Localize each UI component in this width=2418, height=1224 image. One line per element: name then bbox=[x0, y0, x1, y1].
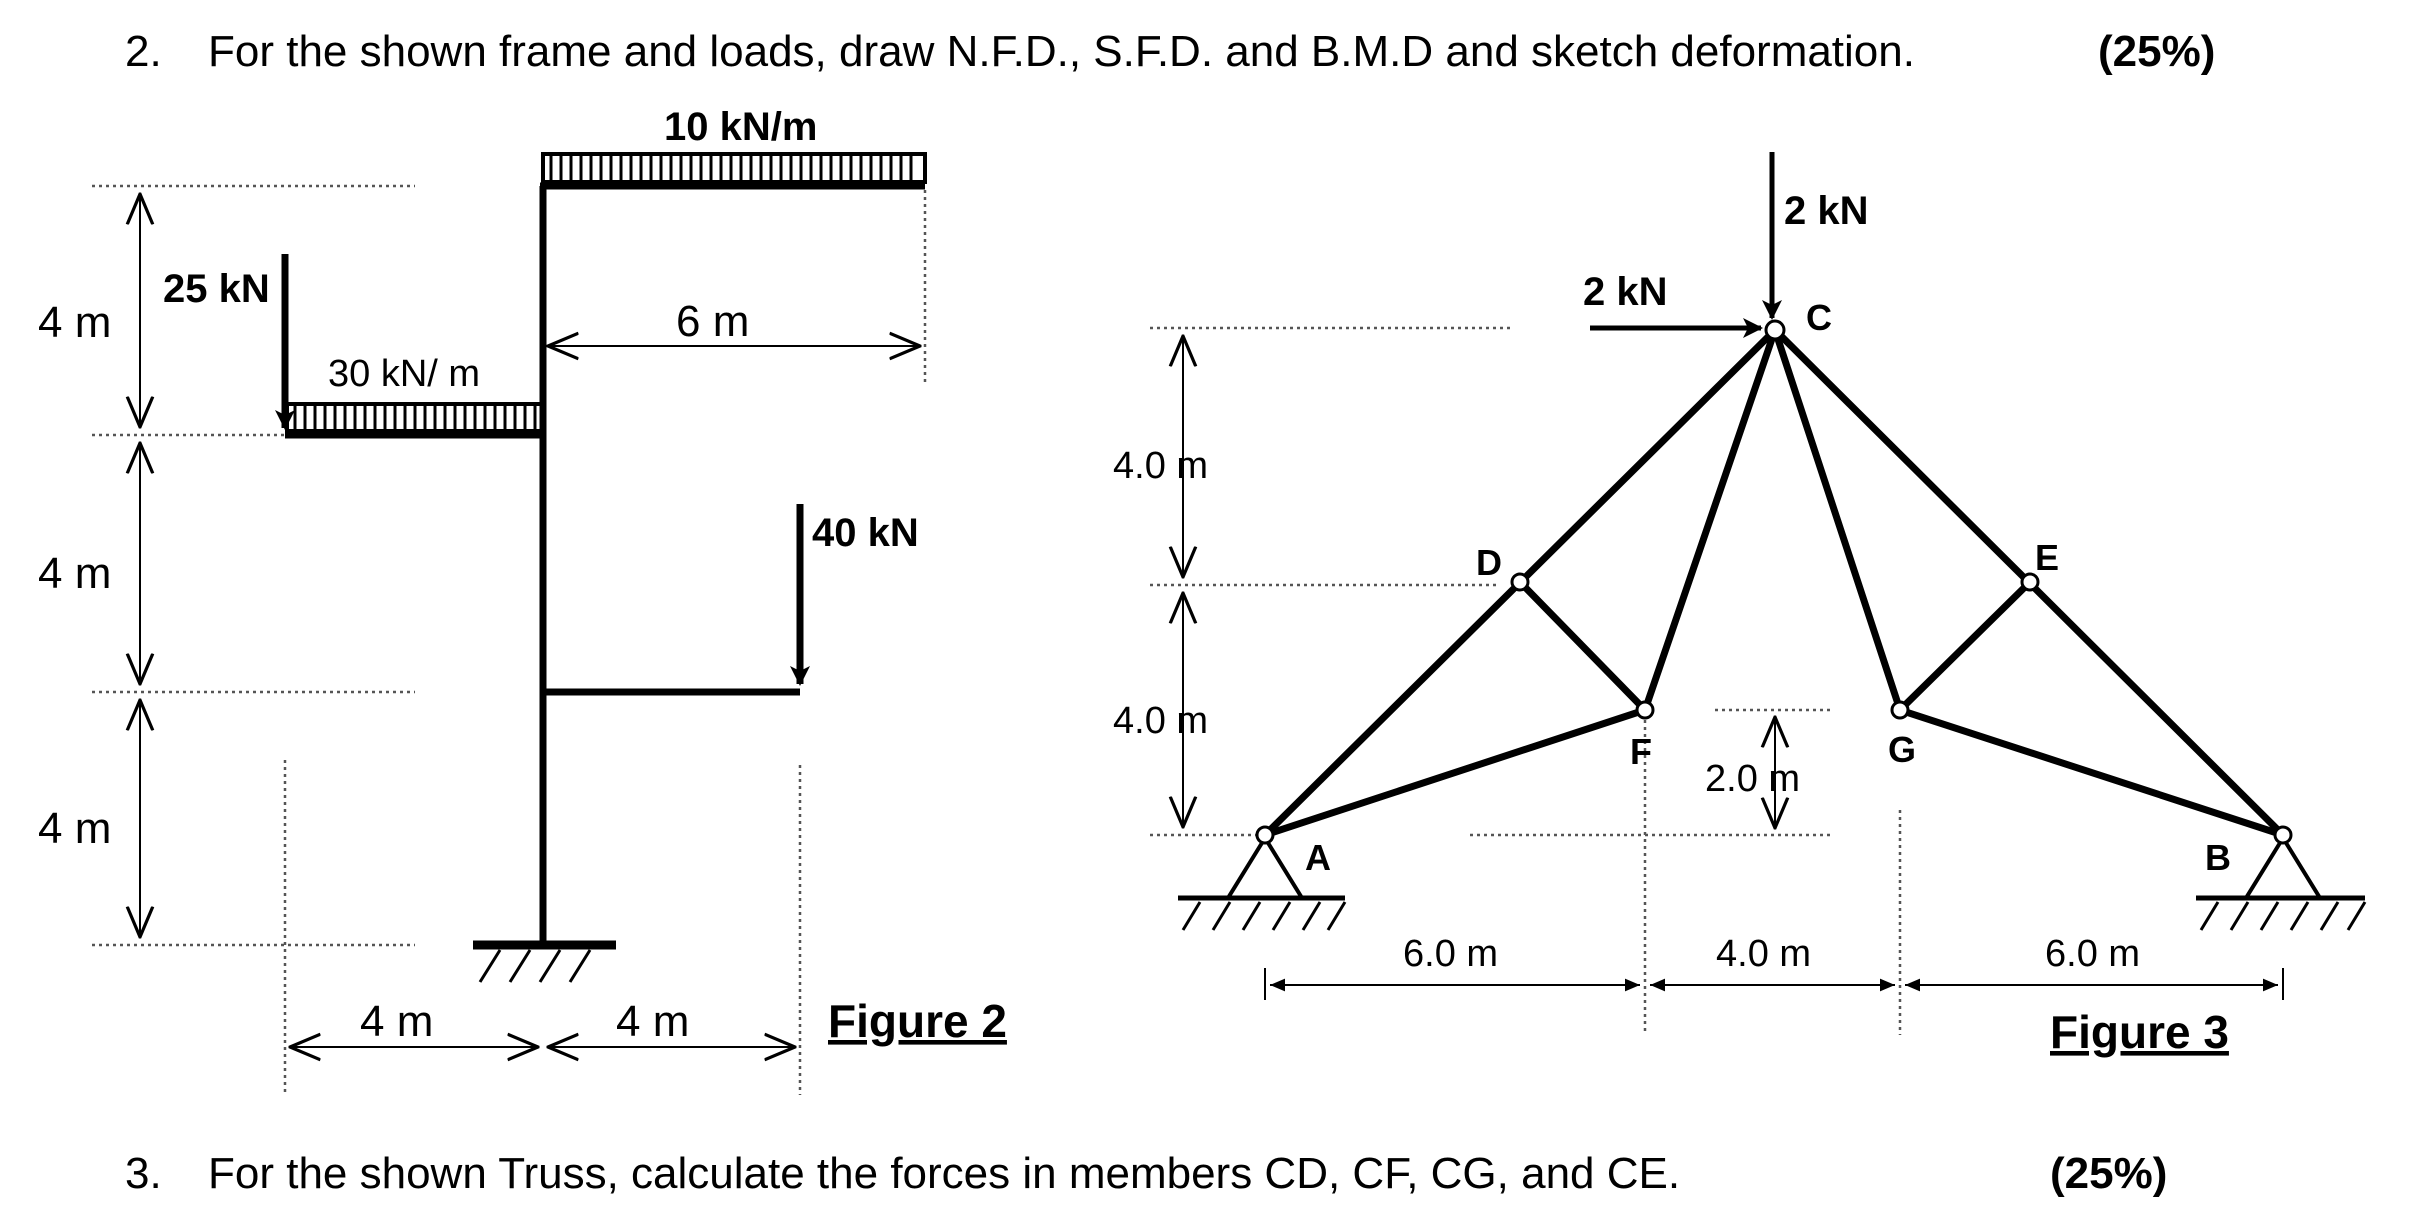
member-df bbox=[1516, 578, 1649, 714]
label-height-mid: 4 m bbox=[38, 549, 111, 598]
label-truss-load-horizontal: 2 kN bbox=[1583, 270, 1668, 314]
figure3-truss: 4.0 m 4.0 m 2.0 m 6.0 m 4.0 m 6.0 m bbox=[1113, 152, 2367, 1058]
label-point-load-left: 25 kN bbox=[163, 267, 270, 311]
fixed-support-hatch bbox=[478, 949, 592, 983]
joint-a bbox=[1255, 825, 1275, 845]
label-truss-height-fg: 2.0 m bbox=[1705, 758, 1800, 800]
joint-g bbox=[1890, 700, 1910, 720]
udl-top bbox=[541, 152, 927, 184]
figure3-caption: Figure 3 bbox=[2050, 1006, 2229, 1058]
label-truss-load-vertical: 2 kN bbox=[1784, 189, 1869, 233]
node-label-f: F bbox=[1630, 731, 1652, 772]
label-truss-height-upper: 4.0 m bbox=[1113, 445, 1208, 487]
label-udl-left: 30 kN/ m bbox=[328, 353, 480, 395]
joint-c bbox=[1764, 319, 1786, 341]
label-truss-span-right: 6.0 m bbox=[2045, 933, 2140, 975]
q2-marks: (25%) bbox=[2098, 27, 2215, 76]
label-height-top: 4 m bbox=[38, 298, 111, 347]
node-label-d: D bbox=[1476, 542, 1502, 583]
udl-left bbox=[285, 402, 545, 433]
member-bg bbox=[1896, 706, 2287, 839]
member-cf bbox=[1641, 326, 1779, 714]
member-eg bbox=[1896, 578, 2034, 714]
q2-number: 2. bbox=[125, 27, 162, 76]
label-truss-span-left: 6.0 m bbox=[1403, 933, 1498, 975]
member-cg bbox=[1771, 326, 1904, 714]
member-af bbox=[1261, 706, 1649, 839]
joint-b bbox=[2273, 825, 2293, 845]
joint-d bbox=[1510, 572, 1530, 592]
label-truss-span-mid: 4.0 m bbox=[1716, 933, 1811, 975]
q3-marks: (25%) bbox=[2050, 1149, 2167, 1198]
node-label-a: A bbox=[1305, 837, 1331, 878]
figure2-caption: Figure 2 bbox=[828, 995, 1007, 1047]
joint-f bbox=[1635, 700, 1655, 720]
label-span-bottom-right: 4 m bbox=[616, 997, 689, 1046]
figure2-frame: 4 m 4 m 4 m 10 kN/m 30 kN/ m bbox=[38, 105, 1007, 1095]
node-label-c: C bbox=[1806, 297, 1832, 338]
label-span-bottom-left: 4 m bbox=[360, 997, 433, 1046]
label-point-load-right: 40 kN bbox=[812, 511, 919, 555]
node-label-e: E bbox=[2035, 537, 2059, 578]
q3-text: For the shown Truss, calculate the force… bbox=[208, 1149, 1680, 1198]
q2-text: For the shown frame and loads, draw N.F.… bbox=[208, 27, 1915, 76]
q3-number: 3. bbox=[125, 1149, 162, 1198]
label-truss-height-lower: 4.0 m bbox=[1113, 700, 1208, 742]
support-b bbox=[2196, 834, 2367, 931]
node-label-b: B bbox=[2205, 837, 2231, 878]
label-height-bottom: 4 m bbox=[38, 804, 111, 853]
node-label-g: G bbox=[1888, 729, 1916, 770]
label-udl-top: 10 kN/m bbox=[664, 105, 817, 149]
label-span-top: 6 m bbox=[676, 297, 749, 346]
support-a bbox=[1178, 834, 1347, 931]
joint-e bbox=[2020, 572, 2040, 592]
